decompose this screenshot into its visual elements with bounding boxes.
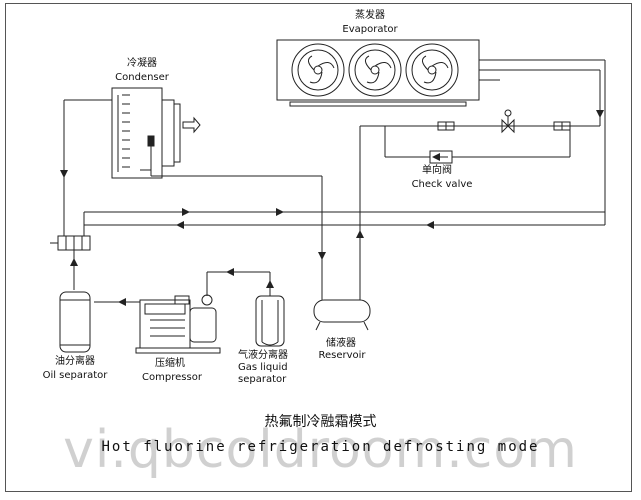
oil-separator-label-en: Oil separator <box>42 370 108 381</box>
oil-separator <box>59 291 91 353</box>
compressor-label-en: Compressor <box>142 372 202 383</box>
gas-liquid-label-en-2: separator <box>238 374 287 385</box>
oil-separator-label-cn: 油分离器 <box>55 356 95 367</box>
caption-title-en: Hot fluorine refrigeration defrosting mo… <box>101 439 540 455</box>
reservoir-label-cn: 储液器 <box>326 338 356 349</box>
compressor <box>135 294 221 354</box>
evaporator-fan-3 <box>405 43 459 97</box>
condenser-label-en: Condenser <box>115 72 169 83</box>
check-valve-label-en: Check valve <box>411 179 473 190</box>
evaporator-fan-1 <box>291 43 345 97</box>
watermark-text: vi.qbcoldroom.com <box>63 420 578 480</box>
evaporator-unit <box>276 39 500 107</box>
pipe-network <box>60 59 606 306</box>
expansion-valve <box>501 109 515 134</box>
condenser-unit <box>111 87 201 179</box>
condenser-label-cn: 冷凝器 <box>127 58 157 69</box>
compressor-label-cn: 压缩机 <box>155 358 185 369</box>
gas-liquid-separator <box>255 295 285 347</box>
caption-title-cn: 热氟制冷融霜模式 <box>264 414 377 430</box>
gas-liquid-label-en-1: Gas liquid <box>238 362 288 373</box>
check-valve <box>429 150 453 164</box>
check-valve-label-cn: 单向阀 <box>422 165 452 176</box>
evaporator-fan-2 <box>348 43 402 97</box>
reservoir-label-en: Reservoir <box>318 350 366 361</box>
diagram-frame <box>5 3 632 492</box>
distributor <box>50 235 91 251</box>
evaporator-label-cn: 蒸发器 <box>355 10 385 21</box>
evaporator-label-en: Evaporator <box>342 24 398 35</box>
valve-left <box>437 121 455 131</box>
reservoir <box>313 296 371 331</box>
gas-liquid-label-cn: 气液分离器 <box>238 350 288 361</box>
valve-right <box>553 121 571 131</box>
